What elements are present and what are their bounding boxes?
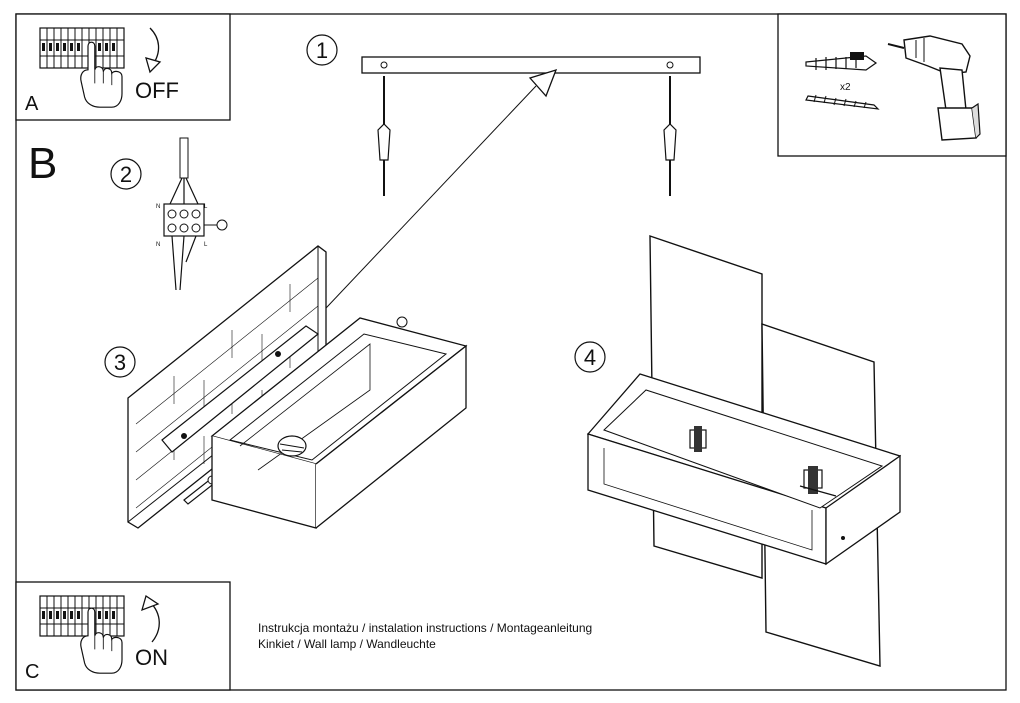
neutral-label: N [156,204,160,210]
step-3: 3 [104,245,468,529]
panel-a: A OFF [15,13,231,121]
panel-c: C ON [15,581,231,691]
off-label: OFF [135,78,179,103]
rotate-arrow-up-icon [141,594,160,643]
wall-plug-icon [805,52,878,71]
live-label: L [204,204,208,210]
bulb-socket-icon [277,435,307,457]
assembly-arrow-icon [309,68,558,326]
rotate-arrow-down-icon [145,27,162,74]
step-2-number: 2 [120,162,132,187]
screw-left-icon [377,61,391,196]
step-3-number: 3 [114,350,126,375]
panel-c-letter: C [25,661,39,683]
screw-icon [805,94,880,110]
terminal-block-icon [163,137,228,291]
screw-right-icon [663,61,677,196]
breaker-panel-on-icon [39,595,125,637]
lamp-body-step-3 [210,316,468,529]
panel-b-letter: B [28,139,57,188]
caption-product: Kinkiet / Wall lamp / Wandleuchte [258,637,436,651]
step-4-number: 4 [584,345,596,370]
on-label: ON [135,645,168,670]
step-1-number: 1 [316,38,328,63]
mounting-bracket [161,325,320,453]
panel-a-letter: A [25,93,39,115]
panel-bolt-right-icon [799,466,837,497]
panel-bolt-left-icon [689,426,707,452]
breaker-panel-icon [39,27,125,69]
neutral-label-lower: N [156,242,160,248]
step-2: 2 N N L L [110,137,228,291]
caption-instructions: Instrukcja montażu / instalation instruc… [258,621,593,635]
mounting-bar [361,56,701,74]
drill-icon [887,35,981,141]
tools-panel: x2 [777,13,1007,157]
outer-frame [15,13,1007,691]
quantity-label: x2 [840,82,851,93]
live-label-lower: L [204,242,208,248]
step-4: 4 [574,235,902,667]
step-1: 1 [306,34,701,326]
